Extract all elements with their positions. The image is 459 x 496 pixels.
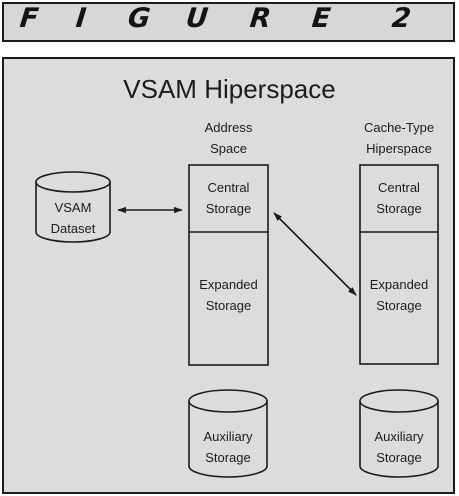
hiperspace-heading: Cache-Type Hiperspace <box>349 117 449 159</box>
vsam-dataset-label-line1: VSAM <box>54 200 92 215</box>
auxiliary-storage-right-line2: Storage <box>376 450 422 465</box>
address-central-storage-line1: Central <box>207 180 250 195</box>
auxiliary-storage-right-cylinder <box>359 389 439 478</box>
vsam-dataset-label-line2: Dataset <box>50 221 96 236</box>
hiperspace-heading-line2: Hiperspace <box>366 141 432 156</box>
hiperspace-heading-line1: Cache-Type <box>363 120 435 135</box>
hiperspace-central-storage-line2: Storage <box>376 201 422 216</box>
vsam-dataset-cylinder <box>35 171 111 243</box>
address-space-heading: Address Space <box>180 117 277 159</box>
auxiliary-storage-right-label: Auxiliary Storage <box>360 426 438 468</box>
hiperspace-expanded-storage-label: Expanded Storage <box>360 274 438 316</box>
diagram-title: VSAM Hiperspace <box>123 74 336 104</box>
hiperspace-expanded-storage-line2: Storage <box>376 298 422 313</box>
hiperspace-box <box>359 164 439 365</box>
address-expanded-storage-line1: Expanded <box>199 277 258 292</box>
vsam-dataset-label: VSAM Dataset <box>36 197 110 239</box>
address-space-heading-line1: Address <box>204 120 253 135</box>
address-expanded-storage-line2: Storage <box>205 298 252 313</box>
auxiliary-storage-left-label: Auxiliary Storage <box>189 426 267 468</box>
address-space-box <box>188 164 269 366</box>
address-space-heading-line2: Space <box>210 141 247 156</box>
address-central-storage-line2: Storage <box>205 201 252 216</box>
hiperspace-expanded-storage-line1: Expanded <box>369 277 429 292</box>
auxiliary-storage-left-line1: Auxiliary <box>203 429 253 444</box>
central-expanded-arrow <box>273 212 357 296</box>
address-central-storage-label: Central Storage <box>189 177 268 219</box>
hiperspace-central-storage-label: Central Storage <box>360 177 438 219</box>
auxiliary-storage-left-cylinder <box>188 389 268 478</box>
auxiliary-storage-left-line2: Storage <box>205 450 251 465</box>
auxiliary-storage-right-line1: Auxiliary <box>374 429 424 444</box>
address-expanded-storage-label: Expanded Storage <box>189 274 268 316</box>
hiperspace-central-storage-line1: Central <box>378 180 420 195</box>
figure-header-bar <box>2 2 455 42</box>
